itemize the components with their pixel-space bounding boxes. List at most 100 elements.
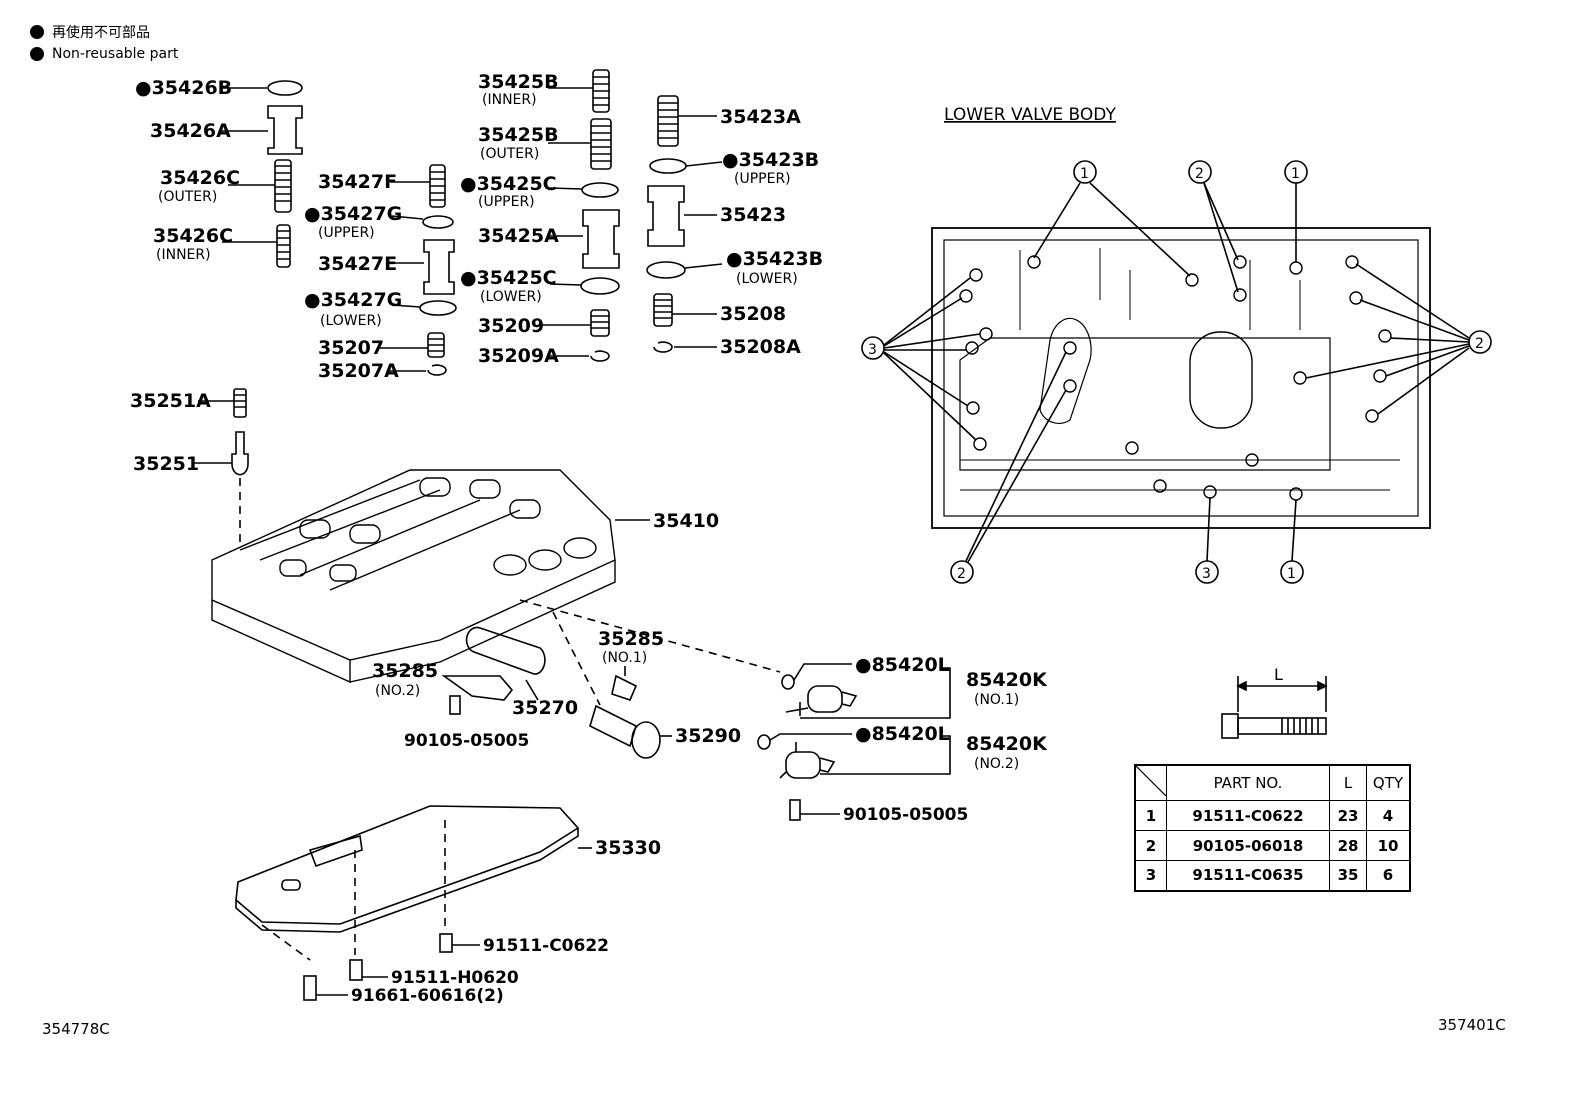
table-row: 1 91511-C0622 23 4 xyxy=(1134,800,1411,831)
row-qty: 10 xyxy=(1366,830,1411,861)
label-35423: 35423 xyxy=(720,204,786,226)
bolt-dimension: L xyxy=(1221,665,1328,739)
legend-en-text: Non-reusable part xyxy=(52,46,179,62)
label-35425A: 35425A xyxy=(478,225,559,247)
callout-2b: 2 xyxy=(1475,336,1484,352)
table-row: 3 91511-C0635 35 6 xyxy=(1134,860,1411,891)
label-inner: (INNER) xyxy=(156,247,211,263)
part-35290: 35290 xyxy=(589,704,741,759)
label-85420L-2: ●85420L xyxy=(855,723,950,745)
part-35427G-lower: ●35427G (LOWER) xyxy=(304,289,457,329)
lower-valve-body: LOWER VALVE BODY 1 2 xyxy=(861,105,1492,584)
label-upper-b: (UPPER) xyxy=(734,171,791,187)
part-35426B: ●35426B xyxy=(135,77,303,99)
label-35423B-upper: ●35423B xyxy=(722,149,819,171)
valve-body-35410: 35410 xyxy=(211,469,719,684)
callout-2a: 2 xyxy=(1195,166,1204,182)
row-partno: 90105-06018 xyxy=(1166,830,1330,861)
label-outer-b: (OUTER) xyxy=(480,146,539,162)
row-index: 3 xyxy=(1134,860,1167,891)
callout-1c: 1 xyxy=(1287,566,1296,582)
label-35425B-outer: 35425B xyxy=(478,124,559,146)
part-35426A: 35426A xyxy=(150,105,303,155)
bullet-icon xyxy=(30,25,44,39)
label-35423B-lower: ●35423B xyxy=(726,248,823,270)
part-35426C-inner: 35426C (INNER) xyxy=(153,224,291,268)
label-91661: 91661-60616(2) xyxy=(351,986,504,1006)
label-35426C-inner: 35426C xyxy=(153,225,233,247)
legend-jp-text: 再使用不可部品 xyxy=(52,25,150,41)
row-index: 2 xyxy=(1134,830,1167,861)
part-91511-C0622: 91511-C0622 xyxy=(439,933,609,956)
label-lower: (LOWER) xyxy=(320,313,382,329)
callout-2c: 2 xyxy=(957,566,966,582)
dimension-L: L xyxy=(1274,665,1283,684)
label-90105-a: 90105-05005 xyxy=(404,731,529,751)
label-outer: (OUTER) xyxy=(158,189,217,205)
label-91511-C0622: 91511-C0622 xyxy=(483,936,609,956)
table-header-qty: QTY xyxy=(1366,764,1411,801)
part-35285-no2: 35285 (NO.2) xyxy=(372,660,514,701)
part-35207A: 35207A xyxy=(318,360,447,382)
label-85420K-1: 85420K xyxy=(966,669,1048,691)
part-35209: 35209 xyxy=(478,309,610,337)
part-90105-a: 90105-05005 xyxy=(404,695,529,751)
part-35209A: 35209A xyxy=(478,345,610,367)
table-header-row: PART NO. L QTY xyxy=(1134,764,1411,801)
part-35423B-upper: ●35423B (UPPER) xyxy=(649,149,819,187)
table-header-l: L xyxy=(1329,764,1367,801)
table-header-corner xyxy=(1134,764,1167,801)
label-35209: 35209 xyxy=(478,315,544,337)
label-no1: (NO.1) xyxy=(602,650,647,666)
lower-valve-body-title: LOWER VALVE BODY xyxy=(944,105,1116,125)
part-35285-no1: 35285 (NO.1) xyxy=(598,628,664,701)
label-35427G-upper: ●35427G xyxy=(304,203,402,225)
part-35208: 35208 xyxy=(653,293,786,327)
part-91661: 91661-60616(2) xyxy=(303,975,504,1006)
part-35425C-upper: ●35425C (UPPER) xyxy=(460,173,619,210)
label-35425C-upper: ●35425C xyxy=(460,173,557,195)
label-90105-b: 90105-05005 xyxy=(843,805,968,825)
row-l: 28 xyxy=(1329,830,1367,861)
label-35426C-outer: 35426C xyxy=(160,167,240,189)
part-35251: 35251 xyxy=(133,431,249,548)
label-upper-c: (UPPER) xyxy=(478,194,535,210)
label-35425B-inner: 35425B xyxy=(478,71,559,93)
part-35427F: 35427F xyxy=(318,164,446,208)
diagram-code-left: 354778C xyxy=(42,1020,110,1038)
part-35427E: 35427E xyxy=(318,239,455,295)
label-85420K-2: 85420K xyxy=(966,733,1048,755)
part-35207: 35207 xyxy=(318,332,445,359)
callout-3a: 3 xyxy=(868,342,877,358)
label-85420L-1: ●85420L xyxy=(855,654,950,676)
label-35427F: 35427F xyxy=(318,171,397,193)
part-85420K-no2: ●85420L 85420K (NO.2) xyxy=(757,723,1048,779)
part-35423: 35423 xyxy=(647,185,786,247)
diagonal-icon xyxy=(1135,765,1167,797)
label-35425C-lower: ●35425C xyxy=(460,267,557,289)
label-35251: 35251 xyxy=(133,453,199,475)
label-35290: 35290 xyxy=(675,725,741,747)
label-35285-no2: 35285 xyxy=(372,660,438,682)
part-35423B-lower: ●35423B (LOWER) xyxy=(646,248,823,287)
part-35425C-lower: ●35425C (LOWER) xyxy=(460,267,620,305)
label-35410: 35410 xyxy=(653,510,719,532)
label-35208: 35208 xyxy=(720,303,786,325)
label-inner-b: (INNER) xyxy=(482,92,537,108)
label-no2: (NO.2) xyxy=(375,683,420,699)
part-35425B-inner: 35425B (INNER) xyxy=(478,69,610,113)
label-35426B: ●35426B xyxy=(135,77,232,99)
part-35251A: 35251A xyxy=(130,388,247,418)
label-35330: 35330 xyxy=(595,837,661,859)
label-35207A: 35207A xyxy=(318,360,399,382)
label-lower-b: (LOWER) xyxy=(736,271,798,287)
row-partno: 91511-C0622 xyxy=(1166,800,1330,831)
label-35270: 35270 xyxy=(512,697,578,719)
legend-jp: 再使用不可部品 xyxy=(30,22,150,42)
bolt-table: PART NO. L QTY 1 91511-C0622 23 4 2 9010… xyxy=(1134,764,1411,892)
part-35425A: 35425A xyxy=(478,209,620,269)
part-35427G-upper: ●35427G (UPPER) xyxy=(304,203,454,241)
part-91511-H0620: 91511-H0620 xyxy=(349,959,519,988)
bullet-icon xyxy=(30,47,44,61)
